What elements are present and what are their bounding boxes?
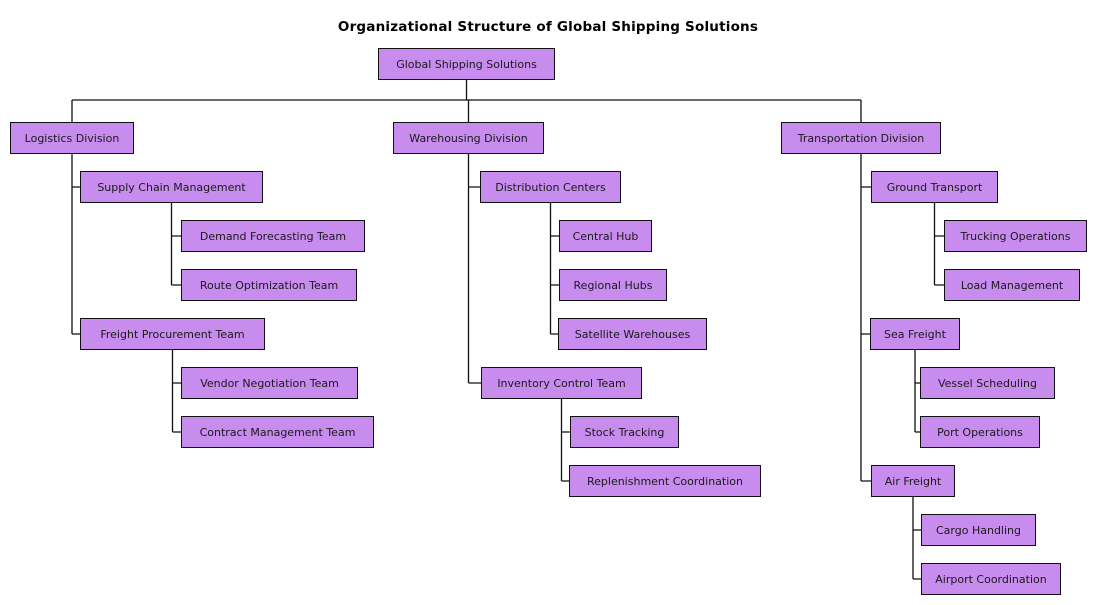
node-satellite-warehouses: Satellite Warehouses [558,318,707,350]
node-contract-management-team: Contract Management Team [181,416,374,448]
node-transportation-division: Transportation Division [781,122,941,154]
node-port-operations: Port Operations [920,416,1040,448]
node-regional-hubs: Regional Hubs [559,269,667,301]
node-central-hub: Central Hub [559,220,652,252]
node-route-optimization-team: Route Optimization Team [181,269,357,301]
node-air-freight: Air Freight [871,465,955,497]
node-stock-tracking: Stock Tracking [570,416,679,448]
node-replenishment-coordination: Replenishment Coordination [569,465,761,497]
node-global-shipping-solutions: Global Shipping Solutions [378,48,555,80]
node-cargo-handling: Cargo Handling [921,514,1036,546]
node-vendor-negotiation-team: Vendor Negotiation Team [181,367,358,399]
chart-title: Organizational Structure of Global Shipp… [337,19,759,35]
node-trucking-operations: Trucking Operations [944,220,1087,252]
node-logistics-division: Logistics Division [10,122,134,154]
node-inventory-control-team: Inventory Control Team [481,367,642,399]
node-demand-forecasting-team: Demand Forecasting Team [181,220,365,252]
node-distribution-centers: Distribution Centers [480,171,621,203]
node-load-management: Load Management [944,269,1080,301]
node-vessel-scheduling: Vessel Scheduling [920,367,1055,399]
node-airport-coordination: Airport Coordination [921,563,1061,595]
node-supply-chain-management: Supply Chain Management [80,171,263,203]
node-ground-transport: Ground Transport [871,171,998,203]
node-freight-procurement-team: Freight Procurement Team [80,318,265,350]
node-warehousing-division: Warehousing Division [393,122,544,154]
node-sea-freight: Sea Freight [870,318,960,350]
